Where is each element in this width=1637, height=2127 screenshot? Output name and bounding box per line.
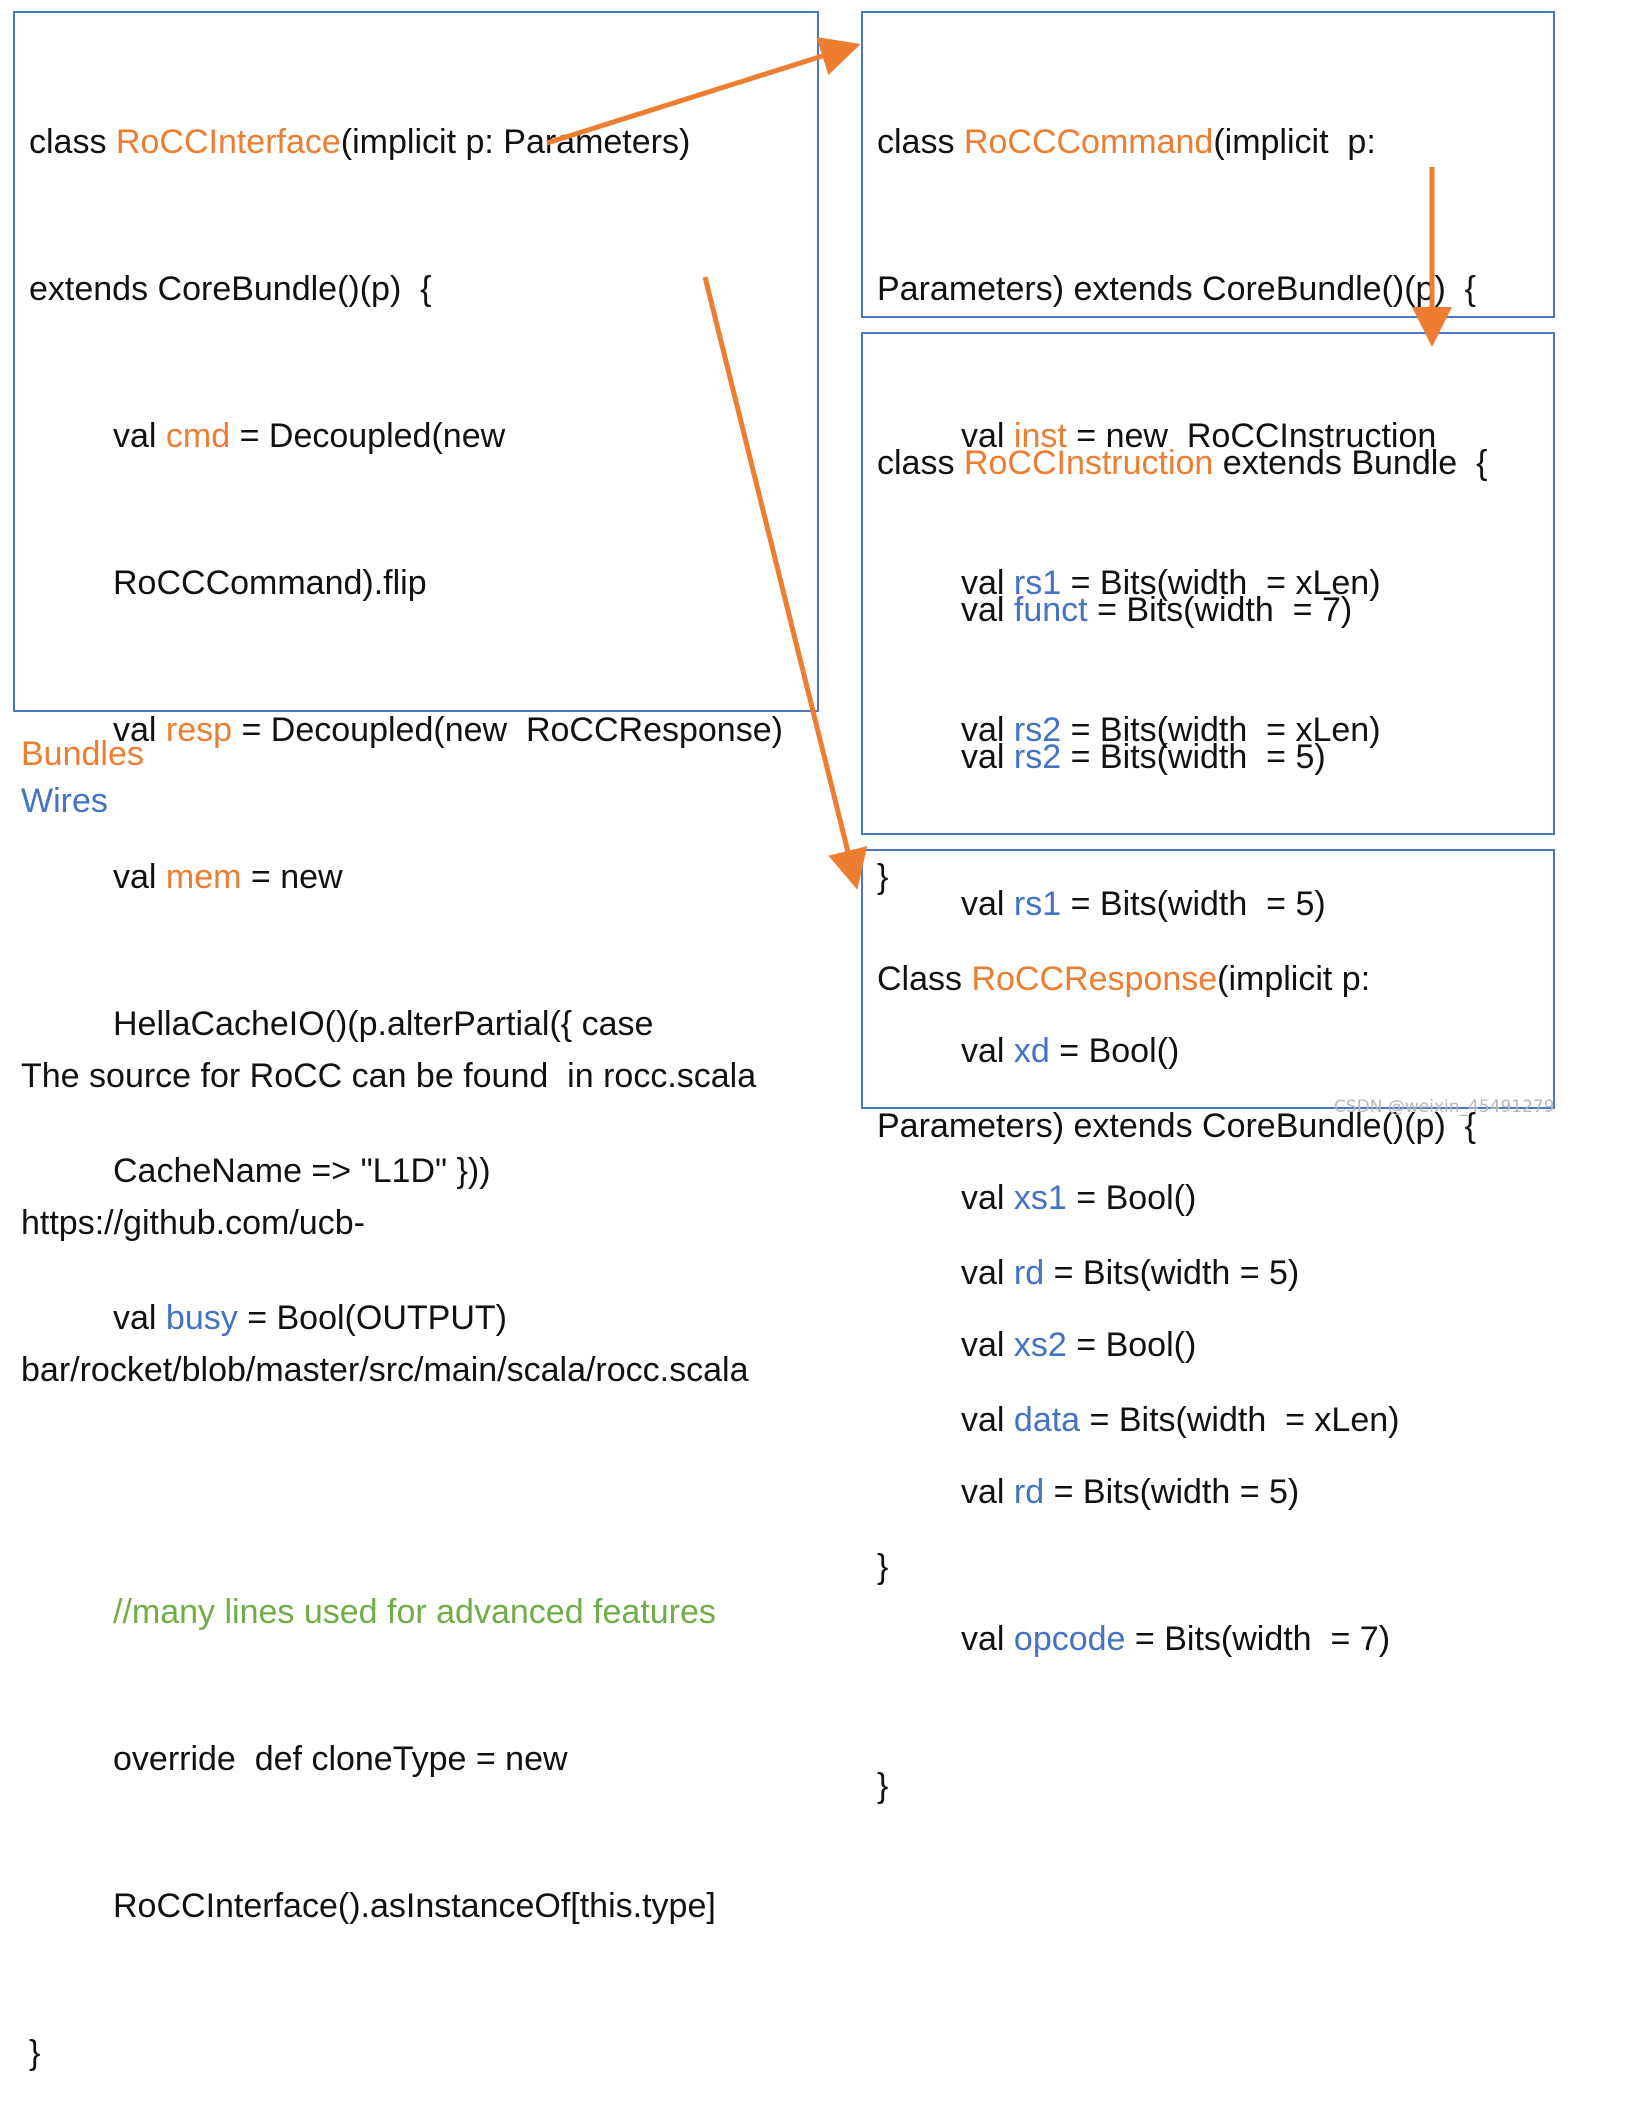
val-keyword: val <box>961 1254 1014 1292</box>
rs1-line: val rs1 = Bits(width = xLen) <box>877 559 1476 608</box>
class-name: RoCCInterface <box>115 123 341 161</box>
source-url-line-1: https://github.com/ucb- <box>21 1204 365 1242</box>
mem-cont-line-1: HellaCacheIO()(p.alterPartial({ case <box>113 1005 654 1043</box>
legend-wires: Wires <box>21 782 108 820</box>
cmd-cont-line: RoCCCommand).flip <box>113 564 427 602</box>
keyword-class: class <box>29 123 107 161</box>
val-keyword: val <box>961 417 1014 455</box>
close-brace: } <box>877 858 889 896</box>
cmd-line: val cmd = Decoupled(new <box>29 412 783 461</box>
val-keyword: val <box>961 738 1014 776</box>
cmd-type: = Decoupled(new <box>230 417 506 455</box>
val-keyword: val <box>961 1032 1014 1070</box>
blank-line <box>29 1441 783 1490</box>
rd-line: val rd = Bits(width = 5) <box>877 1249 1476 1298</box>
inst-field: inst <box>1013 417 1067 455</box>
close-brace: } <box>877 1767 889 1805</box>
field-name: xd <box>1013 1032 1050 1070</box>
header-line-2: Parameters) extends CoreBundle()(p) { <box>877 270 1477 308</box>
legend: Bundles Wires <box>21 731 144 825</box>
field-type: = Bits(width = 5) <box>1061 885 1326 923</box>
field-type: = Bool() <box>1049 1032 1180 1070</box>
val-keyword: val <box>961 1401 1014 1439</box>
val-keyword: val <box>961 591 1014 629</box>
rs1-type: = Bits(width = xLen) <box>1061 564 1381 602</box>
header-rest: (implicit p: <box>1217 960 1371 998</box>
field-type: = Bits(width = 7) <box>1087 591 1353 629</box>
rs1-field: rs1 <box>1013 564 1062 602</box>
data-field: data <box>1013 1401 1081 1439</box>
keyword-class: class <box>877 123 964 161</box>
override-line: override def cloneType = new <box>113 1740 568 1778</box>
keyword-class: class <box>877 444 964 482</box>
cmd-field: cmd <box>165 417 231 455</box>
class-name: RoCCCommand <box>963 123 1214 161</box>
field-name: rs1 <box>1013 885 1062 923</box>
header-line-2: extends CoreBundle()(p) { <box>29 270 432 308</box>
class-name: RoCCResponse <box>971 960 1218 998</box>
header-rest: extends Bundle { <box>1213 444 1488 482</box>
resp-field: resp <box>165 711 233 749</box>
close-brace: } <box>29 2034 41 2072</box>
header-line-2: Parameters) extends CoreBundle()(p) { <box>877 1107 1477 1145</box>
header-rest: (implicit p: Parameters) <box>340 123 691 161</box>
header-line: class RoCCInterface(implicit p: Paramete… <box>29 118 783 167</box>
header-line: class RoCCInstruction extends Bundle { <box>877 439 1487 488</box>
field-line: val xd = Bool() <box>877 1027 1487 1076</box>
rd-type: = Bits(width = 5) <box>1044 1254 1300 1292</box>
mem-type: = new <box>241 858 343 896</box>
mem-field: mem <box>165 858 242 896</box>
resp-type: = Decoupled(new RoCCResponse) <box>232 711 783 749</box>
source-note-line-1: The source for RoCC can be found in rocc… <box>21 1057 757 1095</box>
header-line: Class RoCCResponse(implicit p: <box>877 955 1476 1004</box>
rs2-type: = Bits(width = xLen) <box>1061 711 1381 749</box>
source-url-line-2: bar/rocket/blob/master/src/main/scala/ro… <box>21 1351 749 1389</box>
data-line: val data = Bits(width = xLen) <box>877 1396 1476 1445</box>
header-line: class RoCCCommand(implicit p: <box>877 118 1476 167</box>
close-brace: } <box>877 1548 889 1586</box>
class-name: RoCCInstruction <box>963 444 1214 482</box>
header-rest: (implicit p: <box>1213 123 1376 161</box>
rocc-command-box <box>861 11 1555 318</box>
field-line: val rs1 = Bits(width = 5) <box>877 880 1487 929</box>
val-keyword: val <box>113 858 166 896</box>
val-keyword: val <box>113 711 166 749</box>
field-line: val rs2 = Bits(width = 5) <box>877 733 1487 782</box>
mem-line: val mem = new <box>29 853 783 902</box>
rs2-line: val rs2 = Bits(width = xLen) <box>877 706 1476 755</box>
field-type: = Bits(width = 5) <box>1061 738 1326 776</box>
val-keyword: val <box>113 417 166 455</box>
keyword-class: Class <box>877 960 972 998</box>
legend-bundles: Bundles <box>21 735 144 773</box>
inst-line: val inst = new RoCCInstruction <box>877 412 1476 461</box>
val-keyword: val <box>961 564 1014 602</box>
val-keyword: val <box>961 711 1014 749</box>
rocc-command-code: class RoCCCommand(implicit p: Parameters… <box>877 20 1476 951</box>
rocc-response-code: Class RoCCResponse(implicit p: Parameter… <box>877 857 1476 1641</box>
rocc-instruction-box <box>861 332 1555 835</box>
rs2-field: rs2 <box>1013 711 1062 749</box>
comment-line: //many lines used for advanced features <box>113 1593 716 1631</box>
override-cont-line: RoCCInterface().asInstanceOf[this.type] <box>113 1887 716 1925</box>
rd-field: rd <box>1013 1254 1045 1292</box>
rocc-response-box <box>861 849 1555 1109</box>
field-line: val funct = Bits(width = 7) <box>877 586 1487 635</box>
watermark: CSDN @weixin_45491279 <box>1334 1097 1555 1117</box>
data-type: = Bits(width = xLen) <box>1080 1401 1400 1439</box>
val-keyword: val <box>961 885 1014 923</box>
field-name: funct <box>1013 591 1088 629</box>
field-name: rs2 <box>1013 738 1062 776</box>
inst-type: = new RoCCInstruction <box>1066 417 1437 455</box>
source-note: The source for RoCC can be found in rocc… <box>21 954 756 1444</box>
